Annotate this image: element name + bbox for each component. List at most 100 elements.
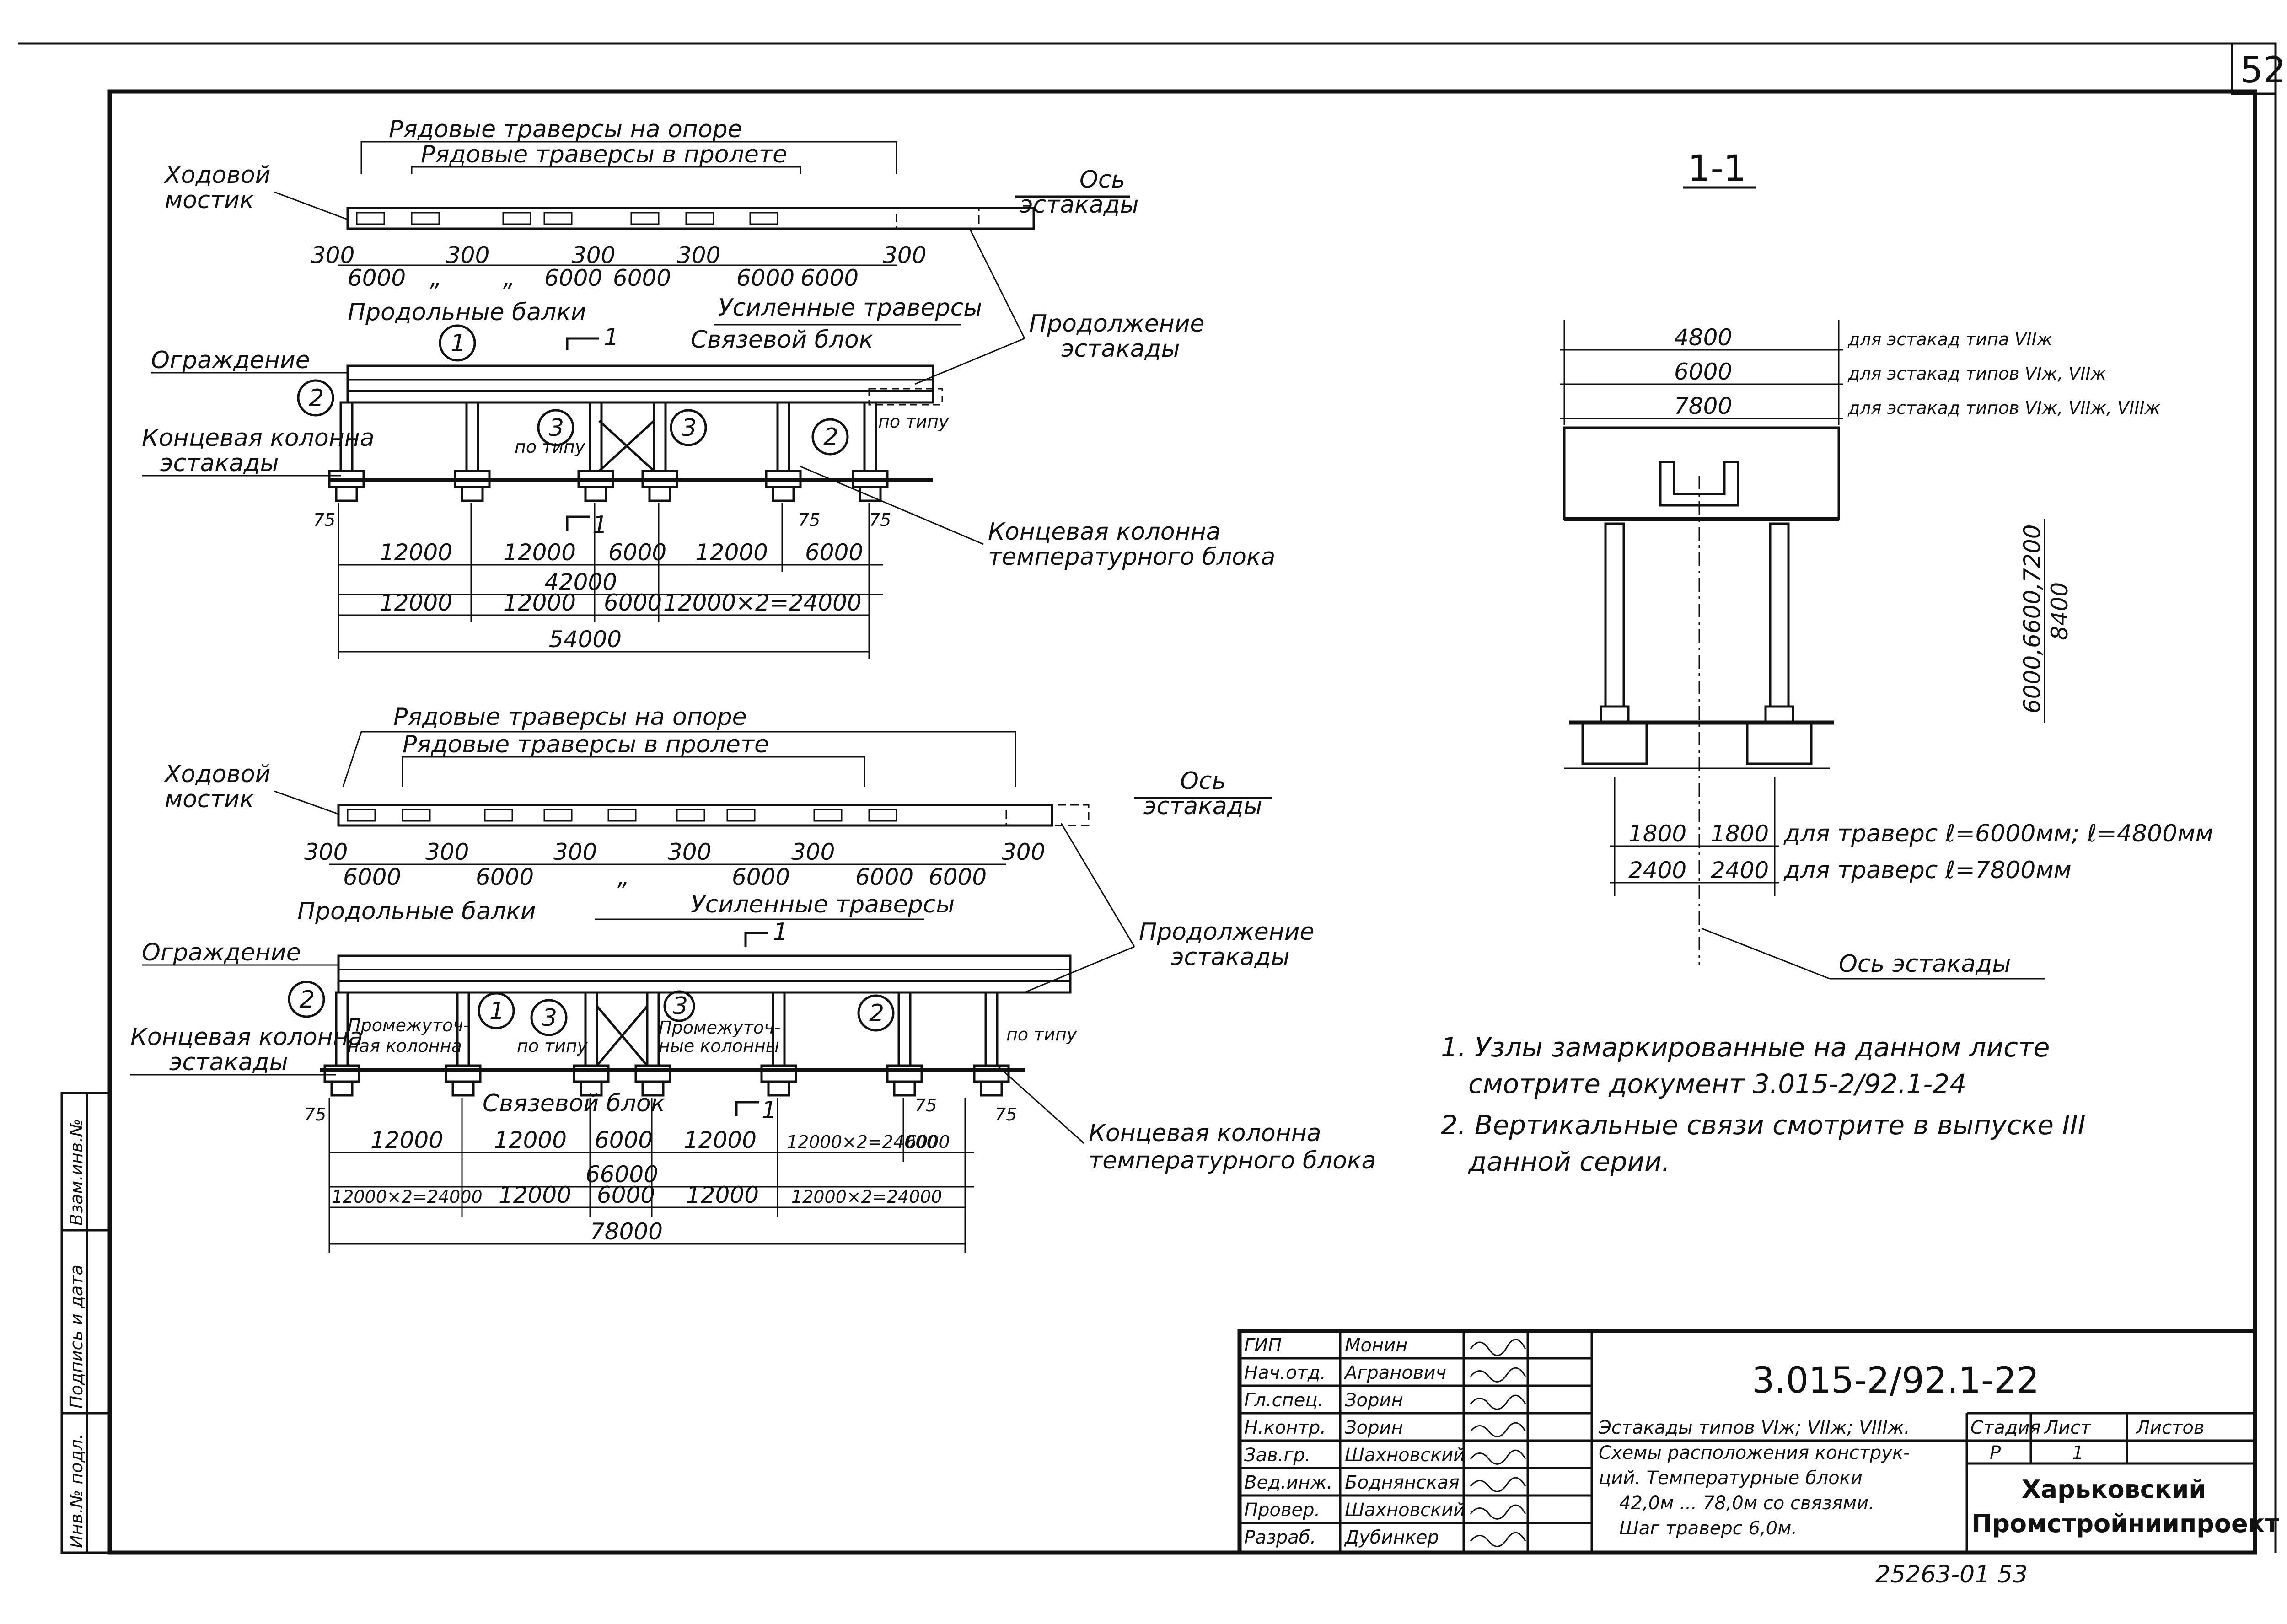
doc-code: 3.015-2/92.1-22 bbox=[1752, 1360, 2039, 1401]
p2-intermediate-1: Промежуточ- bbox=[348, 1015, 469, 1035]
p2-intermediate-2b: ные колонны bbox=[659, 1036, 779, 1056]
role-0: ГИП bbox=[1244, 1335, 1282, 1356]
section-title: 1-1 bbox=[1688, 148, 1746, 189]
p1-dim-r2-2: 6000 bbox=[604, 590, 662, 616]
role-4: Зав.гр. bbox=[1244, 1445, 1311, 1466]
p2-po-tipu-b: по типу bbox=[1006, 1024, 1077, 1045]
title-desc-4: 42,0м ... 78,0м со связями. bbox=[1619, 1493, 1874, 1514]
p1-axis-label-2: эстакады bbox=[1020, 191, 1139, 219]
p2-dim-top-10: 6000 bbox=[929, 864, 987, 890]
p1-dim-r2-3: 12000×2=24000 bbox=[663, 590, 862, 616]
p2-brace-block-label: Связевой блок bbox=[483, 1090, 666, 1117]
p1-dim-total-1: 42000 bbox=[544, 569, 617, 595]
p2-section-mark-bottom: 1 bbox=[762, 1097, 777, 1124]
name-7: Дубинкер bbox=[1344, 1527, 1439, 1548]
p2-dim-top-11: 300 bbox=[1002, 839, 1045, 865]
sec-dim-a: 4800 bbox=[1674, 324, 1732, 351]
org-name-2: Промстройниипроект bbox=[1971, 1509, 2279, 1538]
p1-continuation-label-2: эстакады bbox=[1061, 335, 1180, 363]
p1-dim-r1-2: 6000 bbox=[608, 539, 666, 566]
sec-note-a: для эстакад типа VIIж bbox=[1847, 329, 2052, 349]
role-2: Гл.спец. bbox=[1244, 1390, 1323, 1411]
p2-dim-top-1: 6000 bbox=[343, 864, 401, 890]
p1-dim-top-0: 300 bbox=[311, 242, 354, 268]
p1-dim-r2-0: 12000 bbox=[380, 590, 452, 616]
p2-temp-col-label-2: температурного блока bbox=[1089, 1147, 1376, 1174]
p1-trav-span-label: Рядовые траверсы в пролете bbox=[421, 141, 787, 168]
sec-dim-c: 7800 bbox=[1674, 393, 1732, 419]
name-1: Агранович bbox=[1343, 1362, 1446, 1383]
p2-walkway-label: Ходовой bbox=[163, 761, 270, 788]
sec-dim-2400b: 2400 bbox=[1711, 857, 1769, 884]
left-stamp: Взам.инв.№ Подпись и дата Инв.№ подл. bbox=[60, 1092, 111, 1554]
p1-dim-total-2: 54000 bbox=[549, 626, 622, 653]
p1-dim-top-5: 6000 bbox=[544, 265, 602, 291]
p1-dim-top-10: 6000 bbox=[800, 265, 859, 291]
p1-end-col-label: Концевая колонна bbox=[142, 424, 375, 452]
p2-dim-top-8: 300 bbox=[791, 839, 835, 865]
sec-axis-label: Ось эстакады bbox=[1839, 950, 2011, 978]
p2-end-col-label-2: эстакады bbox=[169, 1049, 288, 1076]
sec-note-b: для эстакад типов VIж, VIIж bbox=[1847, 364, 2106, 384]
sec-dim-1800a: 1800 bbox=[1628, 820, 1686, 847]
p1-dim-75c: 75 bbox=[869, 510, 891, 530]
p1-long-beams-label: Продольные балки bbox=[348, 299, 586, 326]
p1-po-tipu-b: по типу bbox=[878, 412, 949, 432]
stamp-inv-orig: Инв.№ подл. bbox=[66, 1434, 86, 1548]
p2-dim-r1-4: 12000×2=24000 bbox=[787, 1132, 938, 1152]
p2-trav-support-label: Рядовые траверсы на опоре bbox=[393, 703, 747, 731]
name-2: Зорин bbox=[1345, 1390, 1403, 1411]
sec-dim-b: 6000 bbox=[1674, 359, 1732, 385]
p1-continuation-label: Продолжение bbox=[1029, 310, 1205, 338]
title-desc-5: Шаг траверс 6,0м. bbox=[1619, 1518, 1797, 1539]
p1-walkway-label: Ходовой bbox=[163, 161, 270, 189]
p2-dim-top-4: 300 bbox=[553, 839, 597, 865]
p1-fence-label: Ограждение bbox=[151, 347, 310, 374]
name-6: Шахновский bbox=[1345, 1500, 1465, 1521]
p1-dim-75b: 75 bbox=[798, 510, 820, 530]
title-desc-3: ций. Температурные блоки bbox=[1599, 1468, 1863, 1489]
p2-circle-3b: 3 bbox=[673, 992, 688, 1020]
role-5: Вед.инж. bbox=[1244, 1472, 1332, 1493]
sec-note-2400: для траверс ℓ=7800мм bbox=[1783, 857, 2072, 884]
p1-reinforced-label: Усиленные траверсы bbox=[718, 294, 982, 322]
p1-circle-1: 1 bbox=[451, 330, 466, 357]
p1-temp-col-label: Концевая колонна bbox=[988, 518, 1221, 546]
p2-dim-top-9: 6000 bbox=[855, 864, 913, 890]
p2-dim-r2-2: 6000 bbox=[597, 1182, 655, 1208]
p2-continuation-label: Продолжение bbox=[1139, 918, 1315, 946]
p2-dim-top-6: 300 bbox=[668, 839, 711, 865]
title-block: 3.015-2/92.1-22 ГИП Нач.отд. Гл.спец. Н.… bbox=[1237, 1329, 2279, 1555]
sec-dim-2400a: 2400 bbox=[1628, 857, 1686, 884]
p1-dim-75a: 75 bbox=[313, 510, 335, 530]
p1-end-col-label-2: эстакады bbox=[160, 450, 279, 477]
p2-intermediate-2: Промежуточ- bbox=[659, 1018, 780, 1038]
p2-dim-top-0: 300 bbox=[304, 839, 348, 865]
p2-dim-r2-4: 12000×2=24000 bbox=[791, 1187, 942, 1207]
p1-brace-block-label: Связевой блок bbox=[691, 326, 874, 354]
title-desc-2: Схемы расположения конструк- bbox=[1599, 1442, 1910, 1463]
sheet-header: Лист bbox=[2044, 1417, 2092, 1438]
p2-end-col-label: Концевая колонна bbox=[130, 1024, 363, 1051]
signatures bbox=[1470, 1339, 1526, 1547]
sec-note-c: для эстакад типов VIж, VIIж, VIIIж bbox=[1847, 398, 2160, 418]
plan-1-scheme: Рядовые траверсы на опоре Рядовые травер… bbox=[142, 116, 1275, 659]
p2-fence-label: Ограждение bbox=[142, 939, 301, 966]
role-6: Провер. bbox=[1244, 1500, 1320, 1521]
p2-dim-top-5: „ bbox=[617, 864, 629, 890]
p2-dim-75b: 75 bbox=[915, 1095, 937, 1115]
role-1: Нач.отд. bbox=[1244, 1362, 1326, 1383]
sheets-header: Листов bbox=[2135, 1417, 2204, 1438]
p1-dim-top-11: 300 bbox=[883, 242, 926, 268]
p1-dim-top-9: 6000 bbox=[736, 265, 795, 291]
p2-intermediate-1b: ная колонна bbox=[348, 1036, 462, 1056]
role-7: Разраб. bbox=[1244, 1527, 1316, 1548]
p2-circle-2b: 2 bbox=[869, 1000, 884, 1027]
p2-temp-col-label: Концевая колонна bbox=[1089, 1120, 1321, 1147]
p2-dim-total-1: 66000 bbox=[585, 1161, 658, 1188]
p2-dim-r2-3: 12000 bbox=[686, 1182, 759, 1208]
name-0: Монин bbox=[1345, 1335, 1407, 1356]
p2-dim-r2-0: 12000×2=24000 bbox=[332, 1187, 483, 1207]
p2-dim-top-2: 300 bbox=[425, 839, 469, 865]
p2-axis-label-2: эстакады bbox=[1144, 793, 1262, 820]
